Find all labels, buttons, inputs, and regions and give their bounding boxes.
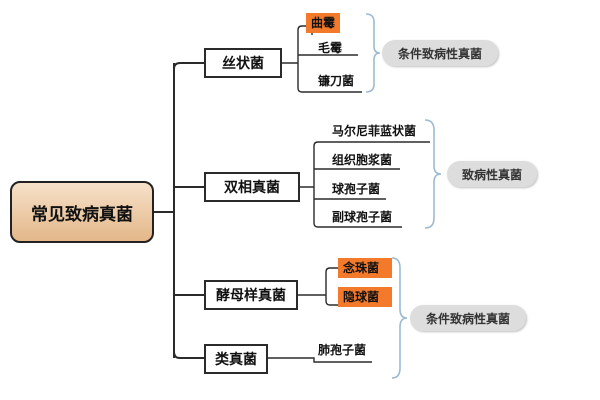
spine-cap-bottom [173, 351, 204, 359]
cat0-leaf-spine [297, 25, 303, 93]
cat3-leaf-line [268, 357, 372, 363]
brace-group-2 [391, 257, 408, 379]
brace-group-1 [424, 119, 442, 229]
cat1-leaf-spine [313, 141, 319, 228]
leaf-paracoccidioides: 副球孢子菌 [332, 210, 393, 224]
cat1-leaf-lines [300, 141, 430, 228]
category-filamentous: 丝状菌 [204, 48, 282, 78]
spine-cap-top [173, 62, 204, 70]
leaf-histoplasma: 组织胞浆菌 [332, 153, 393, 167]
leaf-talaromyces: 马尔尼菲蓝状菌 [332, 124, 417, 138]
leaf-fusarium: 镰刀菌 [318, 74, 355, 88]
leaf-candida: 念珠菌 [338, 258, 392, 278]
brace-group-0 [365, 13, 381, 93]
leaf-pneumocystis: 肺孢子菌 [318, 343, 367, 357]
group-label-pathogenic: 致病性真菌 [447, 161, 537, 187]
group-label-opportunistic-2: 条件致病性真菌 [410, 305, 526, 331]
category-dimorphic: 双相真菌 [204, 172, 300, 202]
category-fungus-like: 类真菌 [204, 344, 268, 374]
cat2-leaf-spine [325, 267, 331, 306]
group-label-opportunistic-1: 条件致病性真菌 [382, 40, 498, 66]
root-node: 常见致病真菌 [10, 181, 154, 243]
category-yeast-like: 酵母样真菌 [204, 280, 298, 310]
leaf-aspergillus: 曲霉 [306, 13, 341, 33]
leaf-cryptococcus: 隐球菌 [338, 287, 392, 307]
leaf-mucor: 毛霉 [318, 41, 343, 55]
cat2-leaf-lines [298, 267, 338, 306]
leaf-coccidioides: 球孢子菌 [332, 182, 381, 196]
